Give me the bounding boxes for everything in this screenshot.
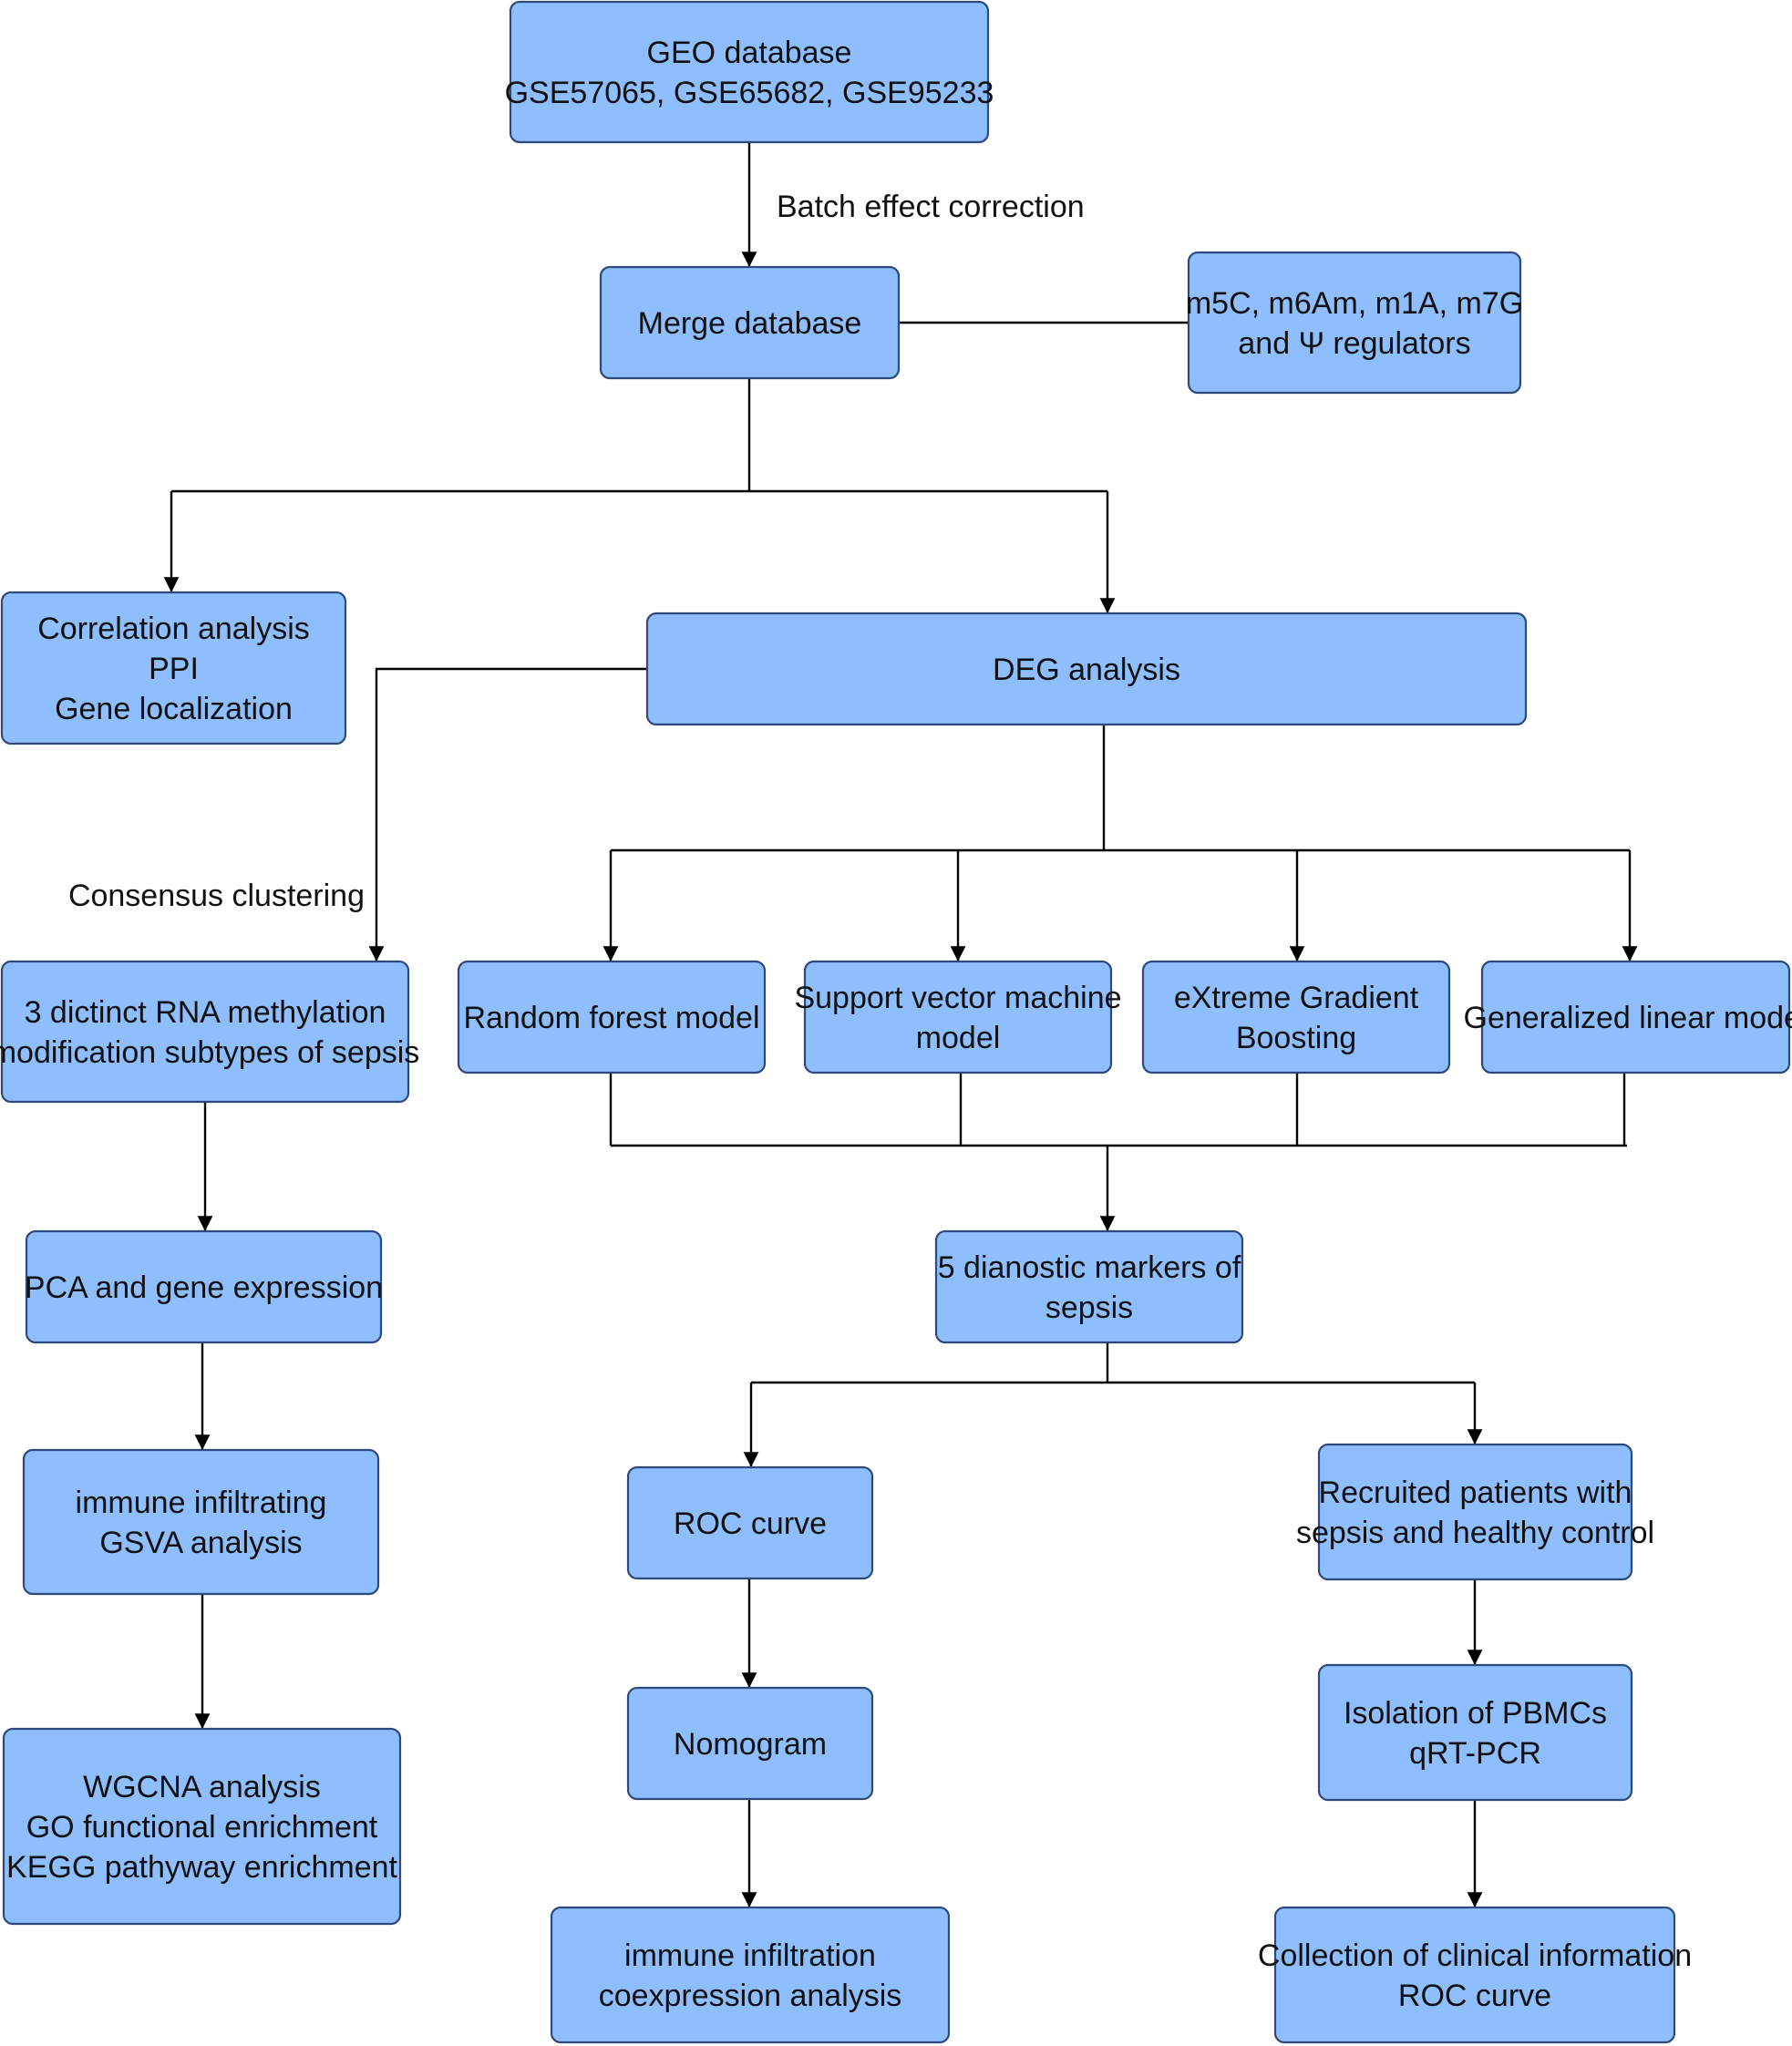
box-markers: 5 dianostic markers of sepsis	[934, 1229, 1244, 1344]
box-wgcna: WGCNA analysis GO functional enrichmentKE…	[2, 1727, 402, 1926]
box-deg-shape	[645, 612, 1528, 726]
edge-label-consensus: Consensus clustering	[68, 879, 365, 913]
box-merge-text: Merge database	[638, 306, 862, 341]
box-immune-coexp-text: coexpression analysis	[599, 1979, 902, 2013]
edge-label-batch: Batch effect correction	[777, 190, 1085, 224]
box-random-forest-text: Random forest model	[463, 1001, 759, 1035]
box-random-forest: Random forest model	[457, 960, 767, 1074]
box-random-forest-shape	[457, 960, 767, 1074]
box-correlation-text: Correlation analysis	[37, 612, 310, 646]
box-svm-text: model	[916, 1021, 1001, 1055]
box-nomogram: Nomogram	[626, 1686, 874, 1801]
box-immune-coexp-text: immune infiltration	[624, 1938, 876, 1973]
box-regulators-text: m5C, m6Am, m1A, m7G	[1186, 286, 1523, 321]
box-clinical-shape	[1273, 1906, 1676, 2044]
box-roc-shape	[626, 1465, 874, 1580]
box-pca-shape	[25, 1229, 383, 1344]
box-recruited-shape	[1317, 1443, 1633, 1581]
arrow-connector	[368, 667, 647, 961]
box-svm-text: Support vector machine	[794, 981, 1121, 1015]
box-correlation-text: Gene localization	[55, 692, 293, 726]
box-subtypes: 3 dictinct RNA methylation modification s…	[0, 960, 419, 1104]
box-geo-text: GSE57065, GSE65682, GSE95233	[505, 76, 994, 110]
box-regulators: m5C, m6Am, m1A, m7G and Ψ regulators	[1186, 251, 1523, 395]
box-subtypes-shape	[0, 960, 410, 1104]
box-immune-gsva-shape	[22, 1448, 380, 1596]
box-pca: PCA and gene expression	[25, 1229, 383, 1344]
box-recruited-text: sepsis and healthy control	[1296, 1516, 1654, 1550]
box-isolation-text: Isolation of PBMCs	[1344, 1696, 1607, 1731]
box-geo-text: GEO database	[647, 36, 852, 70]
box-markers-text: sepsis	[1045, 1290, 1133, 1325]
box-immune-gsva-text: immune infiltrating	[76, 1486, 327, 1520]
connector-lines	[163, 142, 1638, 1907]
box-nomogram-shape	[626, 1686, 874, 1801]
box-subtypes-text: modification subtypes of sepsis	[0, 1035, 419, 1070]
box-subtypes-text: 3 dictinct RNA methylation	[25, 995, 386, 1030]
box-deg: DEG analysis	[645, 612, 1528, 726]
box-wgcna-text: KEGG pathyway enrichment	[6, 1850, 398, 1885]
box-isolation-shape	[1317, 1663, 1633, 1802]
box-glm-shape	[1480, 960, 1791, 1074]
box-xgb-shape	[1141, 960, 1451, 1074]
box-glm: Generalized linear model	[1464, 960, 1792, 1074]
box-markers-text: 5 dianostic markers of	[938, 1250, 1241, 1285]
box-recruited: Recruited patients with sepsis and health…	[1296, 1443, 1654, 1581]
box-nomogram-text: Nomogram	[674, 1727, 827, 1762]
box-immune-coexp-shape	[550, 1906, 951, 2044]
box-isolation-text: qRT-PCR	[1409, 1736, 1541, 1771]
box-wgcna-text: WGCNA analysis	[83, 1770, 321, 1804]
box-deg-text: DEG analysis	[993, 653, 1180, 687]
box-roc: ROC curve	[626, 1465, 874, 1580]
box-recruited-text: Recruited patients with	[1319, 1475, 1632, 1510]
box-wgcna-text: GO functional enrichment	[26, 1810, 378, 1845]
box-regulators-text: and Ψ regulators	[1238, 326, 1470, 361]
box-svm: Support vector machine model	[794, 960, 1122, 1074]
box-pca-text: PCA and gene expression	[25, 1270, 383, 1305]
box-merge-shape	[599, 265, 901, 380]
box-clinical-text: ROC curve	[1398, 1979, 1551, 2013]
box-immune-coexp: immune infiltration coexpression analysis	[550, 1906, 951, 2044]
box-xgb-text: Boosting	[1236, 1021, 1356, 1055]
box-xgb-text: eXtreme Gradient	[1174, 981, 1419, 1015]
box-geo-shape	[509, 0, 990, 144]
box-merge: Merge database	[599, 265, 901, 380]
box-markers-shape	[934, 1229, 1244, 1344]
box-wgcna-shape	[2, 1727, 402, 1926]
box-clinical-text: Collection of clinical information	[1258, 1938, 1692, 1973]
box-immune-gsva-text: GSVA analysis	[99, 1526, 302, 1560]
box-isolation: Isolation of PBMCs qRT-PCR	[1317, 1663, 1633, 1802]
box-svm-shape	[803, 960, 1113, 1074]
box-glm-text: Generalized linear model	[1464, 1001, 1792, 1035]
box-roc-text: ROC curve	[674, 1506, 827, 1541]
box-correlation-text: PPI	[149, 652, 199, 686]
box-regulators-shape	[1187, 251, 1522, 395]
box-correlation-shape	[0, 591, 347, 745]
